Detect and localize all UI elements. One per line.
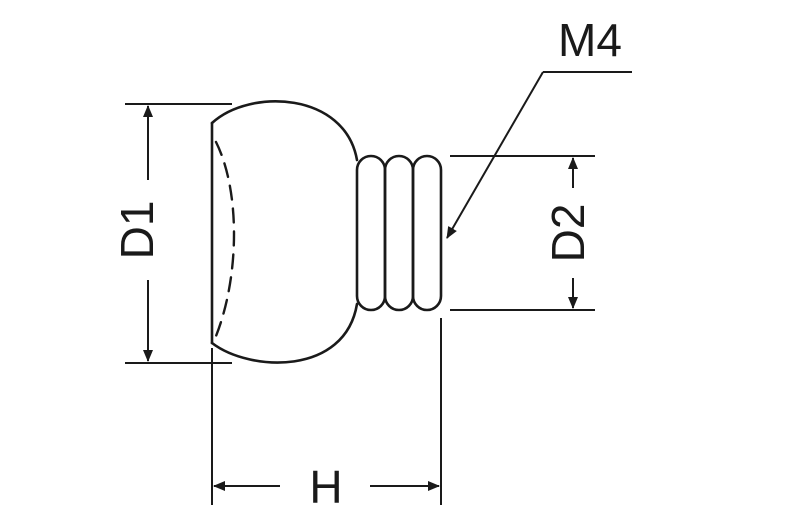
knob-thread-rings bbox=[355, 154, 443, 312]
dimension-d1 bbox=[125, 103, 232, 364]
d1-label: D1 bbox=[111, 201, 163, 260]
thread-leader bbox=[446, 71, 632, 239]
dimension-h bbox=[211, 318, 442, 505]
knob-head-outline bbox=[210, 100, 359, 364]
thread-ring bbox=[411, 154, 443, 312]
thread-ring bbox=[355, 154, 387, 312]
thread-leader-arrow bbox=[446, 71, 544, 239]
knob-head bbox=[210, 100, 359, 364]
thread-label: M4 bbox=[558, 14, 622, 66]
thread-ring bbox=[383, 154, 415, 312]
dimension-d2 bbox=[450, 155, 595, 311]
d2-label: D2 bbox=[542, 204, 594, 263]
h-label: H bbox=[309, 461, 342, 513]
knob-head-hidden-curve bbox=[214, 140, 236, 338]
